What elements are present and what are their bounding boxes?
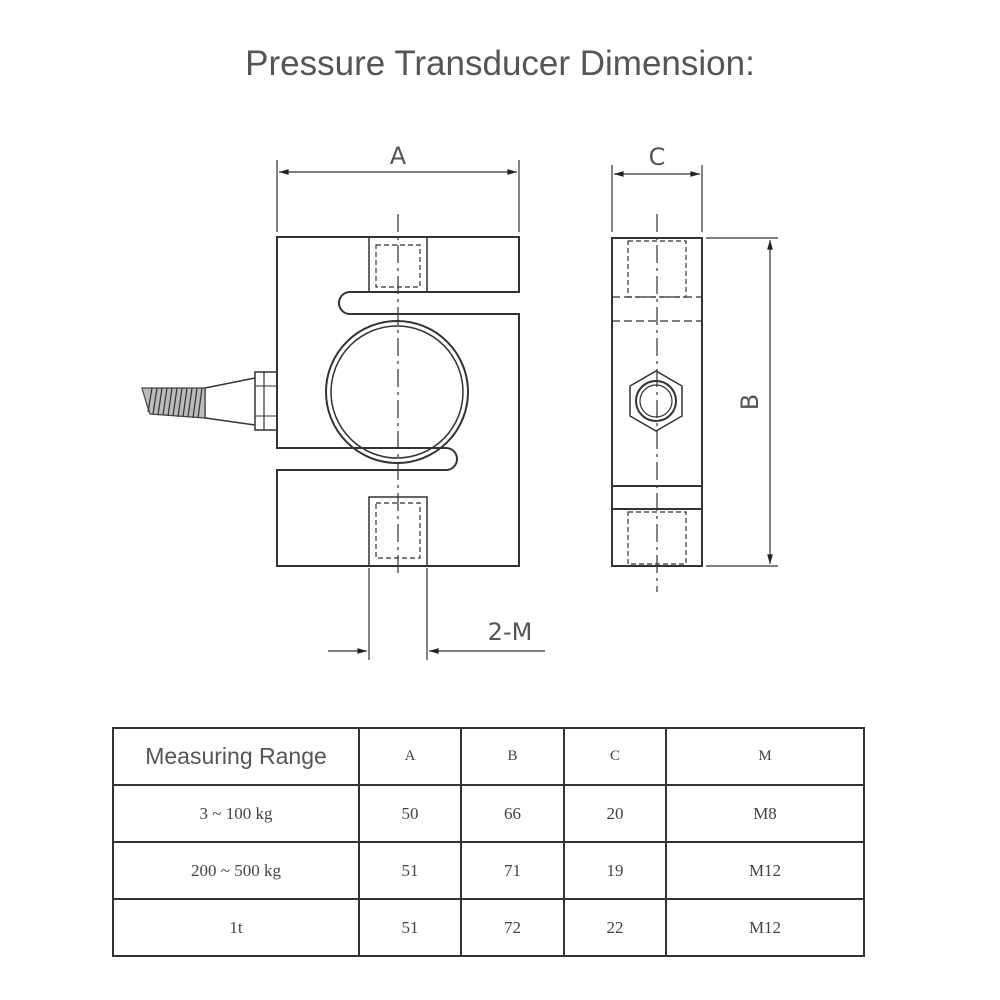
header-measuring-range: Measuring Range <box>112 727 360 786</box>
side-view <box>611 165 778 592</box>
dimension-table: Measuring Range A B C M 3 ~ 100 kg 50 66… <box>112 727 865 957</box>
dimension-label-c: C <box>649 143 666 171</box>
cell-c: 22 <box>563 898 667 957</box>
cell-b: 66 <box>460 784 565 843</box>
page-title: Pressure Transducer Dimension: <box>245 44 755 83</box>
header-m: M <box>665 727 865 786</box>
cell-a: 51 <box>358 898 462 957</box>
table-row: 200 ~ 500 kg 51 71 19 M12 <box>112 841 865 900</box>
cell-a: 51 <box>358 841 462 900</box>
table-row: 3 ~ 100 kg 50 66 20 M8 <box>112 784 865 843</box>
table-row: 1t 51 72 22 M12 <box>112 898 865 957</box>
dimension-label-b: B <box>736 394 764 410</box>
cell-m: M8 <box>665 784 865 843</box>
cell-range: 200 ~ 500 kg <box>112 841 360 900</box>
cell-m: M12 <box>665 841 865 900</box>
dimension-drawing: A 2-M C B <box>141 142 778 660</box>
front-view <box>204 160 545 660</box>
cell-m: M12 <box>665 898 865 957</box>
cell-range: 1t <box>112 898 360 957</box>
table-header-row: Measuring Range A B C M <box>112 727 865 786</box>
dimension-label-a: A <box>390 142 407 170</box>
cable-icon <box>141 387 206 419</box>
cell-b: 71 <box>460 841 565 900</box>
cell-range: 3 ~ 100 kg <box>112 784 360 843</box>
header-a: A <box>358 727 462 786</box>
cell-b: 72 <box>460 898 565 957</box>
dimension-label-2m: 2-M <box>488 618 533 646</box>
cell-a: 50 <box>358 784 462 843</box>
header-c: C <box>563 727 667 786</box>
cell-c: 20 <box>563 784 667 843</box>
header-b: B <box>460 727 565 786</box>
cell-c: 19 <box>563 841 667 900</box>
